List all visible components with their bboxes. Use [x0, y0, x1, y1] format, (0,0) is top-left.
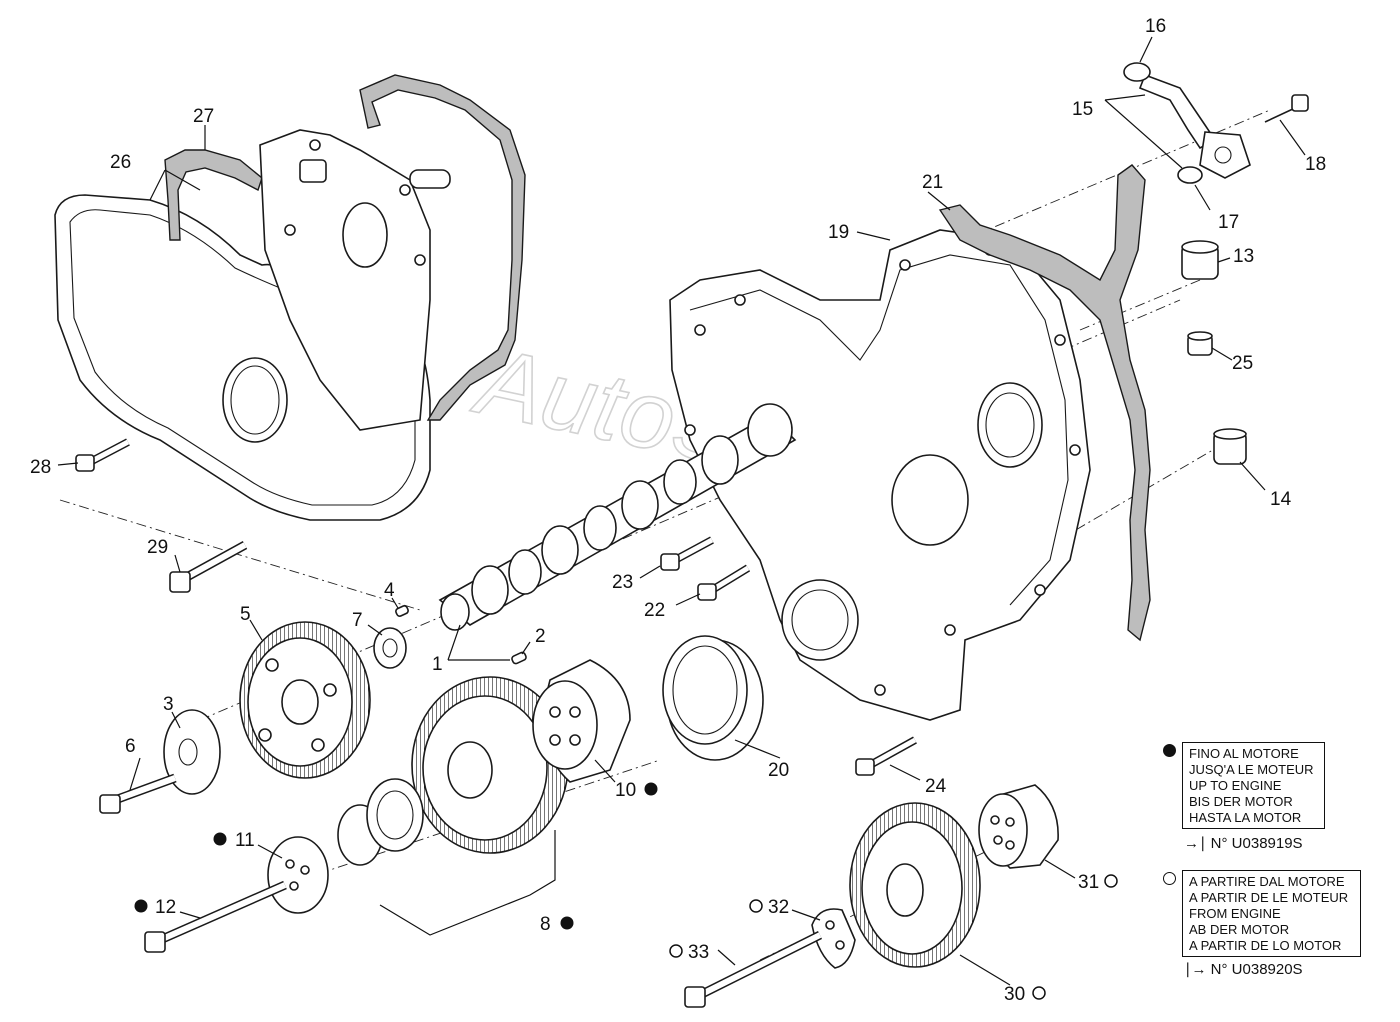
callout-28: 28 [30, 457, 51, 478]
thrust-washer [373, 627, 407, 669]
idler-hub [532, 659, 631, 783]
callout-1: 1 [432, 654, 443, 675]
gear-washer [163, 709, 221, 795]
legend-from-text-box: A PARTIRE DAL MOTORE A PARTIR DE LE MOTE… [1182, 870, 1361, 957]
callout-21: 21 [922, 172, 943, 193]
marker-filled-10 [644, 782, 658, 796]
callout-19: 19 [828, 222, 849, 243]
callout-32: 32 [768, 897, 789, 918]
callout-17: 17 [1218, 212, 1239, 233]
arrow-from-icon: ∣→ [1184, 961, 1207, 978]
legend-line: HASTA LA MOTOR [1189, 810, 1302, 825]
front-cover-gasket [164, 149, 263, 241]
marker-open-30 [1032, 986, 1046, 1000]
callout-16: 16 [1145, 16, 1166, 37]
callout-11: 11 [235, 830, 255, 851]
marker-open-31 [1104, 874, 1118, 888]
callout-10: 10 [615, 780, 636, 801]
callout-15: 15 [1072, 99, 1093, 120]
callout-4: 4 [384, 580, 395, 601]
callout-7: 7 [352, 610, 363, 631]
bolt-33 [684, 930, 823, 1008]
callout-2: 2 [535, 626, 546, 647]
callout-24: 24 [925, 776, 947, 797]
callout-18: 18 [1305, 154, 1326, 175]
legend-line: FINO AL MOTORE [1189, 746, 1299, 761]
cover-backing-plate [259, 129, 431, 431]
legend-line: FROM ENGINE [1189, 906, 1281, 921]
housing-rear-gasket [938, 164, 1151, 642]
bolt-28 [75, 438, 130, 472]
bolt-6 [99, 773, 177, 814]
callout-12: 12 [155, 897, 176, 918]
legend-line: A PARTIR DE LO MOTOR [1189, 938, 1342, 953]
callout-23: 23 [612, 572, 633, 593]
leader-lines [57, 36, 1306, 986]
callout-13: 13 [1233, 246, 1254, 267]
callout-labels: 1 2 3 4 5 6 7 8 10 11 12 13 14 15 16 17 … [30, 16, 1326, 1005]
marker-open-33 [669, 944, 683, 958]
legend-until-text-box: FINO AL MOTORE JUSQ'A LE MOTEUR UP TO EN… [1182, 742, 1325, 829]
arrow-up-to-icon: →∣ [1184, 835, 1207, 852]
callout-14: 14 [1270, 489, 1292, 510]
marker-open-32 [749, 899, 763, 913]
legend-line: UP TO ENGINE [1189, 778, 1282, 793]
callout-25: 25 [1232, 353, 1253, 374]
bolt-24 [855, 736, 917, 776]
callout-29: 29 [147, 537, 168, 558]
plug-25 [1187, 331, 1213, 356]
legend-line: BIS DER MOTOR [1189, 794, 1293, 809]
callout-6: 6 [125, 736, 136, 757]
marker-filled-8 [560, 916, 574, 930]
plug-13 [1181, 240, 1219, 280]
legend-line: A PARTIRE DAL MOTORE [1189, 874, 1345, 889]
legend-line: A PARTIR DE LE MOTEUR [1189, 890, 1349, 905]
timing-case-gasket [359, 74, 526, 421]
idler-washer [267, 836, 329, 914]
marker-filled-11 [213, 832, 227, 846]
callout-30: 30 [1004, 984, 1025, 1005]
plug-14 [1213, 428, 1247, 465]
legend-from-engine-number: ∣→ N° U038920S [1184, 961, 1303, 978]
legend-line: JUSQ'A LE MOTEUR [1189, 762, 1314, 777]
callout-20: 20 [768, 760, 789, 781]
callout-26: 26 [110, 152, 131, 173]
new-idler-gear [849, 802, 981, 968]
callout-31: 31 [1078, 872, 1099, 893]
bolt-22 [697, 564, 751, 601]
open-circle-icon [1163, 872, 1176, 885]
new-idler-hub [978, 784, 1059, 869]
marker-filled-12 [134, 899, 148, 913]
banjo-bolt-18 [1264, 94, 1309, 123]
timing-gear-housing [669, 229, 1091, 721]
callout-8: 8 [540, 914, 551, 935]
woodruff-key [511, 651, 527, 665]
callout-markers [134, 782, 1118, 1000]
camshaft [438, 403, 797, 631]
legend-line: AB DER MOTOR [1189, 922, 1290, 937]
idler-gear [411, 676, 569, 854]
camshaft-gear [239, 621, 371, 779]
idler-spacer [337, 778, 424, 866]
pin [395, 605, 409, 617]
bolt-23 [660, 536, 714, 571]
callout-27: 27 [193, 106, 214, 127]
new-idler-washer [811, 908, 856, 969]
legend-until-engine-number: →∣ N° U038919S [1184, 835, 1303, 852]
callout-5: 5 [240, 604, 251, 625]
callout-3: 3 [163, 694, 174, 715]
callout-33: 33 [688, 942, 709, 963]
callout-22: 22 [644, 600, 665, 621]
bolt-29 [169, 541, 248, 593]
oil-pipe-assembly [1123, 62, 1309, 184]
oil-seal [662, 635, 764, 761]
filled-circle-icon [1163, 744, 1176, 757]
bolt-12 [144, 880, 287, 953]
